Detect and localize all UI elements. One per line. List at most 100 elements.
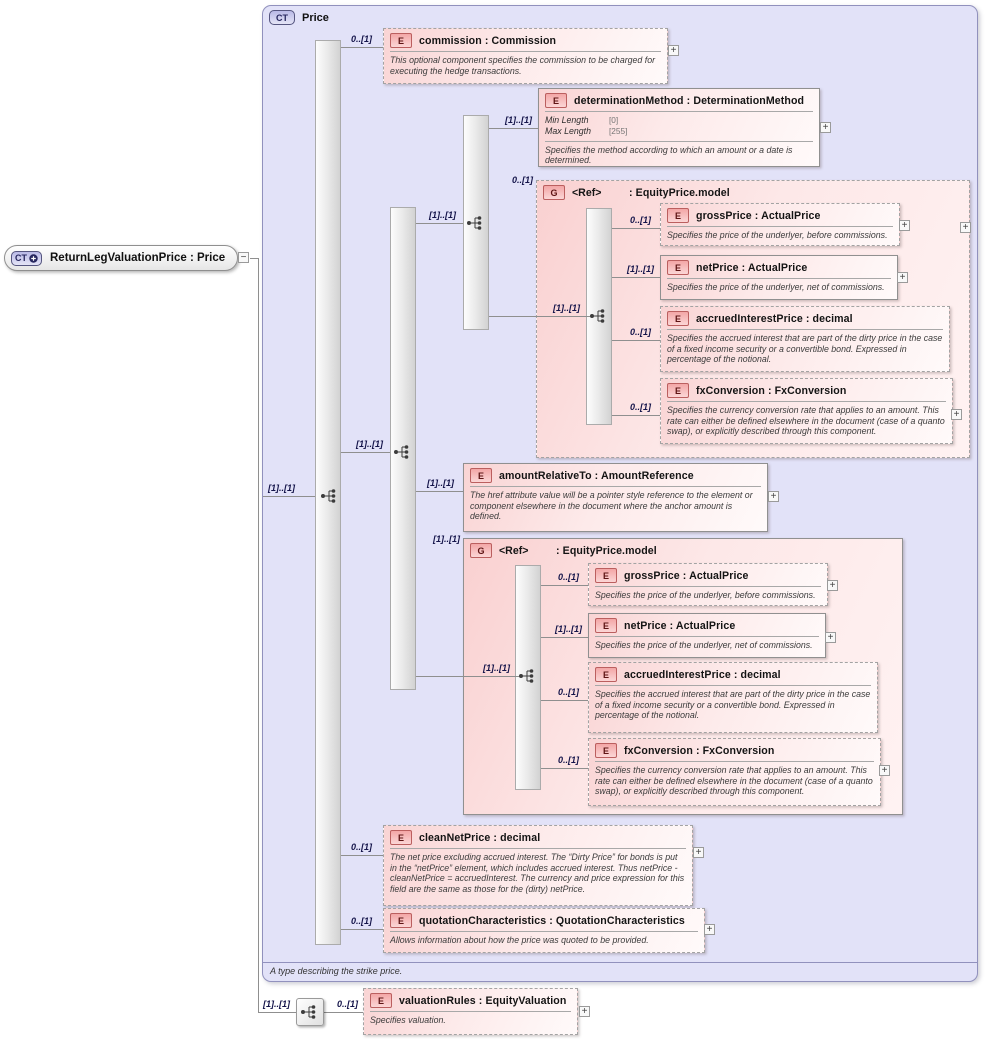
element-doc: This optional component specifies the co… (390, 55, 656, 76)
element-amountrelativeto[interactable]: E amountRelativeTo : AmountReference The… (463, 463, 768, 532)
element-commission[interactable]: E commission : Commission This optional … (383, 28, 668, 84)
element-grossprice-1[interactable]: E grossPrice : ActualPrice Specifies the… (660, 203, 900, 246)
facet-value: [255] (609, 126, 628, 137)
element-fxconversion-1[interactable]: E fxConversion : FxConversion Specifies … (660, 378, 953, 444)
sequence-icon[interactable] (393, 443, 413, 466)
expand-icon[interactable]: + (827, 580, 838, 591)
divider (667, 329, 943, 330)
root-element-returnlegvaluationprice[interactable]: CT ReturnLegValuationPrice : Price (4, 245, 238, 271)
expand-icon[interactable]: + (820, 122, 831, 133)
element-title: grossPrice : ActualPrice (696, 209, 821, 222)
element-grossprice-2[interactable]: E grossPrice : ActualPrice Specifies the… (588, 563, 828, 606)
element-badge: E (390, 33, 412, 48)
element-title: fxConversion : FxConversion (624, 744, 775, 757)
connector-line (258, 258, 259, 1012)
sequence-icon[interactable] (466, 214, 486, 237)
element-netprice-1[interactable]: E netPrice : ActualPrice Specifies the p… (660, 255, 898, 300)
connector-line (541, 637, 588, 638)
complextype-badge-label: CT (15, 253, 27, 263)
element-doc: Specifies valuation. (370, 1015, 446, 1025)
element-doc: Specifies the price of the underlyer, be… (667, 230, 888, 240)
type-title: Price (302, 11, 329, 24)
connector-line (612, 277, 660, 278)
compositor-bar (390, 207, 416, 690)
connector-line (416, 223, 463, 224)
facet-label: Max Length (545, 126, 591, 137)
connector-line (541, 700, 588, 701)
element-cleannetprice[interactable]: E cleanNetPrice : decimal The net price … (383, 825, 693, 906)
element-valuationrules[interactable]: E valuationRules : EquityValuation Speci… (363, 988, 578, 1035)
expand-icon[interactable]: + (951, 409, 962, 420)
compositor-bar (515, 565, 541, 790)
element-quotationcharacteristics[interactable]: E quotationCharacteristics : QuotationCh… (383, 908, 705, 953)
connector-line (489, 128, 538, 129)
expand-icon[interactable]: + (960, 222, 971, 233)
sequence-icon[interactable] (589, 307, 609, 330)
element-title: accruedInterestPrice : decimal (696, 312, 853, 325)
complextype-plus-badge: CT (11, 250, 42, 266)
facet-value: [0] (609, 115, 619, 125)
connector-line (416, 491, 463, 492)
element-netprice-2[interactable]: E netPrice : ActualPrice Specifies the p… (588, 613, 826, 658)
cardinality-label: [1]..[1] (356, 439, 383, 449)
sequence-icon[interactable] (296, 998, 324, 1026)
cardinality-label: 0..[1] (558, 755, 580, 765)
element-accruedinterestprice-1[interactable]: E accruedInterestPrice : decimal Specifi… (660, 306, 950, 372)
expand-icon[interactable]: + (899, 220, 910, 231)
connector-line (612, 415, 660, 416)
expand-icon[interactable]: + (579, 1006, 590, 1017)
element-doc: The href attribute value will be a point… (470, 490, 753, 522)
expand-icon[interactable]: + (825, 632, 836, 643)
element-doc: Specifies the currency conversion rate t… (595, 765, 873, 797)
divider (390, 931, 698, 932)
connector-line (612, 228, 660, 229)
connector-line (250, 258, 258, 259)
divider (470, 486, 761, 487)
expand-icon[interactable]: + (704, 924, 715, 935)
divider (545, 111, 813, 112)
connector-line (541, 585, 588, 586)
element-badge: E (595, 568, 617, 583)
expand-icon[interactable]: + (693, 847, 704, 858)
expand-icon[interactable]: + (897, 272, 908, 283)
sequence-icon[interactable] (518, 667, 538, 690)
divider (595, 586, 821, 587)
compositor-bar (315, 40, 341, 945)
element-doc: Allows information about how the price w… (390, 935, 649, 945)
group-name: <Ref> (572, 186, 602, 199)
element-doc: Specifies the price of the underlyer, ne… (595, 640, 813, 650)
element-badge: E (595, 743, 617, 758)
type-annotation: A type describing the strike price. (270, 966, 403, 976)
expand-icon[interactable]: + (768, 491, 779, 502)
element-title: determinationMethod : DeterminationMetho… (574, 94, 805, 107)
divider (595, 636, 819, 637)
element-determinationmethod[interactable]: E determinationMethod : DeterminationMet… (538, 88, 820, 167)
element-badge: E (595, 618, 617, 633)
cardinality-label: 0..[1] (351, 34, 373, 44)
cardinality-label: [1]..[1] (433, 534, 460, 544)
cardinality-label: [1]..[1] (483, 663, 510, 673)
cardinality-label: [1]..[1] (429, 210, 456, 220)
expand-icon[interactable]: + (879, 765, 890, 776)
connector-line (341, 452, 390, 453)
element-fxconversion-2[interactable]: E fxConversion : FxConversion Specifies … (588, 738, 881, 806)
element-title: netPrice : ActualPrice (624, 619, 736, 632)
element-title: fxConversion : FxConversion (696, 384, 847, 397)
element-doc: Specifies the method according to which … (545, 144, 793, 166)
group-name: <Ref> (499, 544, 529, 557)
divider (545, 140, 813, 142)
connector-line (258, 1012, 296, 1013)
cardinality-label: [1]..[1] (505, 115, 532, 125)
collapse-icon[interactable]: − (238, 252, 249, 263)
divider (263, 962, 977, 963)
divider (667, 226, 893, 227)
element-doc: Specifies the currency conversion rate t… (667, 405, 945, 437)
element-badge: E (667, 260, 689, 275)
element-accruedinterestprice-2[interactable]: E accruedInterestPrice : decimal Specifi… (588, 662, 878, 733)
element-doc: The net price excluding accrued interest… (390, 852, 685, 894)
sequence-icon[interactable] (320, 487, 340, 510)
cardinality-label: 0..[1] (351, 842, 373, 852)
element-badge: E (545, 93, 567, 108)
expand-icon[interactable]: + (668, 45, 679, 56)
